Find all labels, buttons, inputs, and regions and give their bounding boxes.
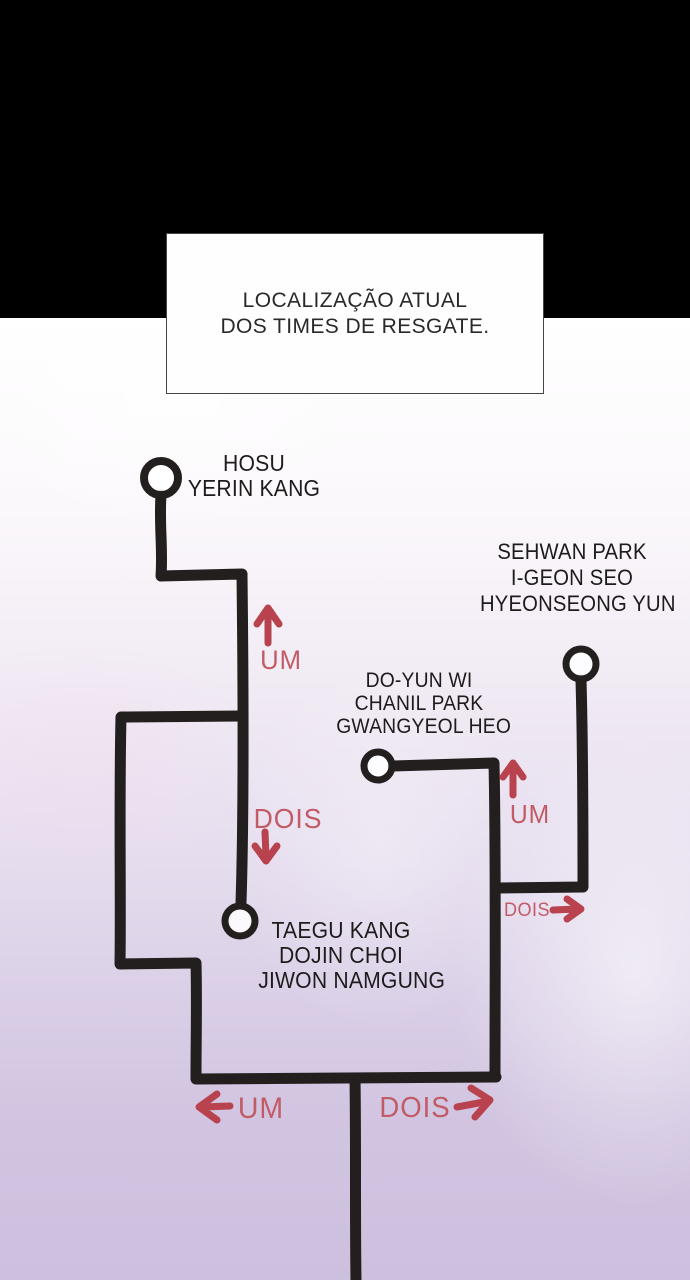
team-member: GWANGYEOL HEO	[336, 715, 512, 738]
route-bottom-line	[190, 1071, 502, 1085]
team-member: YERIN KANG	[187, 475, 321, 501]
team-member: DO-YUN WI	[365, 669, 473, 692]
right-arrow-small-icon	[549, 895, 585, 923]
caption-box: LOCALIZAÇÃO ATUAL DOS TIMES DE RESGATE.	[166, 233, 544, 394]
up-arrow-icon	[253, 604, 283, 647]
up-arrow-middle-icon	[499, 759, 527, 799]
team-member: JIWON NAMGUNG	[258, 967, 446, 993]
route-label-um-upper: UM	[260, 645, 302, 675]
team-label-doyun: DO-YUN WI CHANIL PARK GWANGYEOL HEO	[336, 669, 512, 738]
team-member: SEHWAN PARK	[497, 539, 647, 564]
route-label-um-bottom: UM	[237, 1092, 285, 1125]
team-member: HYEONSEONG YUN	[480, 591, 676, 616]
hosu-node	[140, 457, 182, 499]
team-member: CHANIL PARK	[354, 692, 484, 715]
team-label-hosu: HOSU YERIN KANG	[180, 451, 327, 501]
caption-line-1: LOCALIZAÇÃO ATUAL	[242, 288, 468, 312]
route-label-um-middle: UM	[509, 799, 551, 829]
team-member: DOJIN CHOI	[278, 942, 404, 968]
team-member: HOSU	[223, 450, 285, 476]
route-label-dois-middle: DOIS	[503, 900, 551, 921]
route-bottom-stem-line	[349, 1073, 362, 1280]
route-label-dois-upper: DOIS	[253, 803, 323, 834]
route-label-dois-bottom: DOIS	[379, 1092, 451, 1124]
right-arrow-icon	[453, 1084, 494, 1121]
doyun-node	[360, 748, 396, 784]
taegu-node	[221, 902, 259, 940]
team-member: I-GEON SEO	[510, 565, 634, 590]
left-arrow-icon	[195, 1090, 234, 1124]
sehwan-node	[562, 645, 600, 683]
route-sehwan-line	[490, 674, 589, 894]
team-label-taegu: TAEGU KANG DOJIN CHOI JIWON NAMGUNG	[258, 917, 446, 993]
down-arrow-icon	[251, 828, 281, 865]
caption-line-2: DOS TIMES DE RESGATE.	[220, 314, 490, 338]
route-hosu-to-taegu-line	[154, 489, 249, 909]
team-member: TAEGU KANG	[271, 917, 411, 943]
team-label-sehwan: SEHWAN PARK I-GEON SEO HYEONSEONG YUN	[480, 539, 676, 617]
route-left-loop-line	[114, 710, 248, 1084]
route-doyun-line	[387, 757, 501, 1083]
